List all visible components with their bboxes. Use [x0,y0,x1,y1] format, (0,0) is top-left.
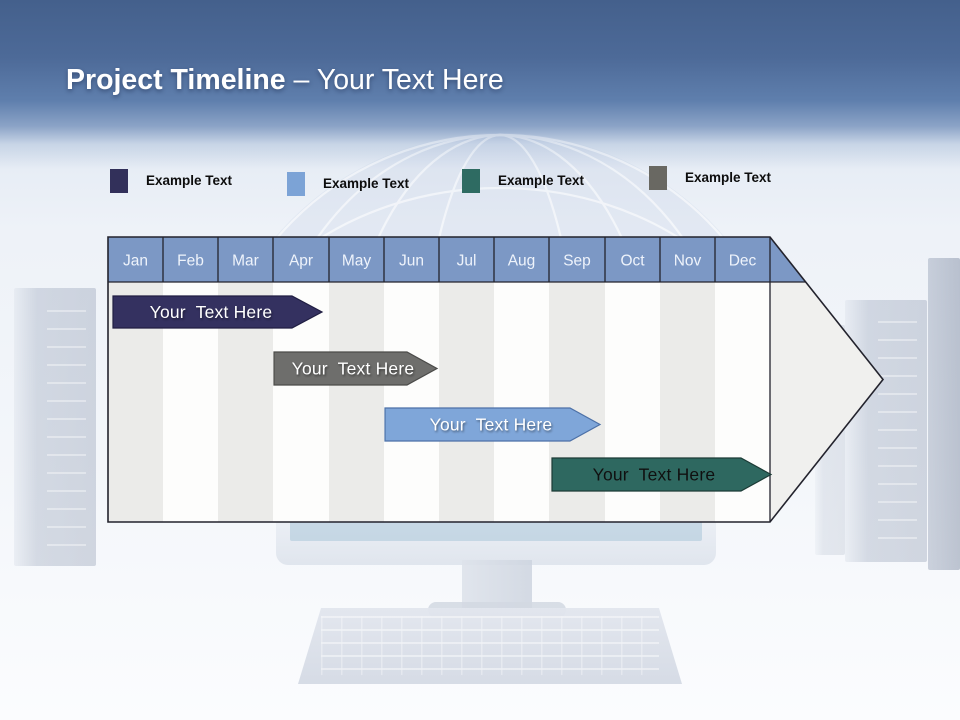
title-secondary: – Your Text Here [285,64,504,96]
month-label: Aug [508,253,536,270]
bar-label: Your Text Here [292,359,415,379]
month-label: Feb [177,253,204,270]
bar-label: Your Text Here [593,465,716,485]
legend-label: Example Text [498,173,585,188]
month-label: Dec [729,253,757,270]
month-label: Jan [123,253,148,270]
month-label: May [342,253,372,270]
keyboard-graphic [298,608,682,684]
legend-label: Example Text [146,173,233,188]
legend-swatch [649,166,667,190]
month-label: Nov [674,253,702,270]
month-label: Oct [620,253,645,270]
monitor-stand [462,560,532,608]
rack-lights [46,310,87,550]
month-label: Mar [232,253,259,270]
rack-lights [877,320,918,547]
timeline-arrow-border [107,236,885,523]
server-rack-right-edge [928,258,960,570]
timeline-bar-3 [384,407,602,442]
monitor-graphic [276,517,716,565]
server-rack-right [845,300,927,562]
month-column-stripe [384,282,439,522]
month-column-stripe [329,282,384,522]
legend-swatch [110,169,128,193]
bar-label: Your Text Here [150,302,273,322]
month-label: Sep [563,253,591,270]
timeline-bar-1 [112,295,324,329]
bar-label: Your Text Here [430,415,553,435]
month-label: Jun [399,253,424,270]
month-label: Apr [289,253,313,270]
title-primary: Project Timeline [66,64,286,96]
timeline-bar-4 [551,457,773,492]
month-column-stripe [494,282,549,522]
legend-label: Example Text [685,170,772,185]
timeline-table: Jan Feb Mar Apr May Jun Jul Aug Sep Oct … [107,236,885,523]
month-column-stripe [439,282,494,522]
server-rack-left [14,288,96,566]
legend-label: Example Text [323,176,410,191]
month-label: Jul [457,253,477,270]
month-header-band [108,237,816,282]
legend-swatch [287,172,305,196]
keyboard-keys [321,615,659,675]
page-title: Project Timeline – Your Text Here [66,60,504,100]
monitor-screen [290,521,702,541]
legend-swatch [462,169,480,193]
timeline-bar-2 [273,351,439,386]
